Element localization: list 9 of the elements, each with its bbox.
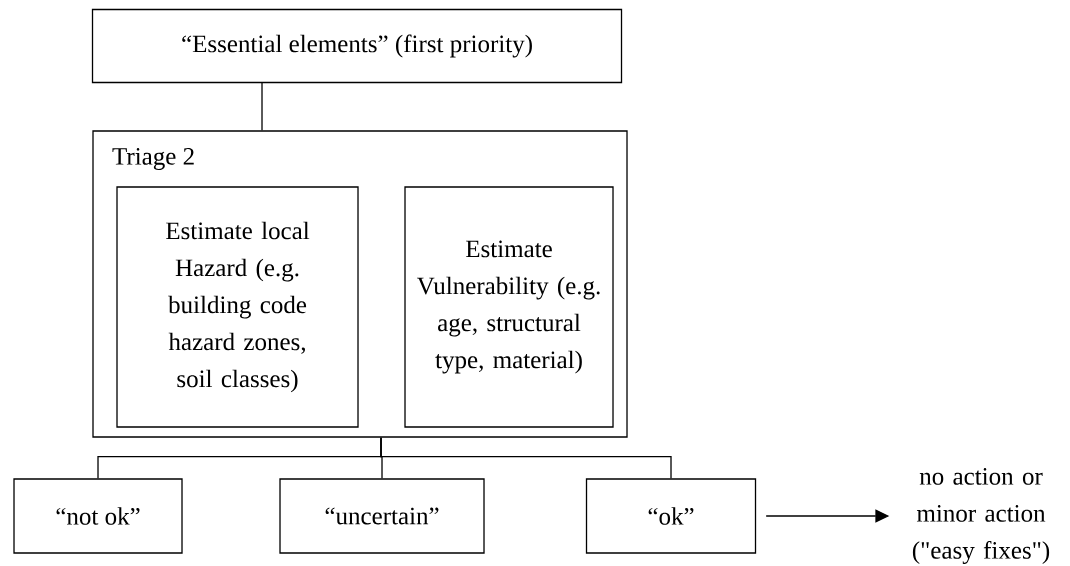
process-box: “ok” <box>585 478 757 554</box>
outcome-text: no action or minor action ("easy fixes") <box>912 468 1050 564</box>
process-box: “not ok” <box>13 478 183 554</box>
process-box: “uncertain” <box>279 478 485 554</box>
connector <box>261 81 263 131</box>
process-box: “Essential elements” (first priority) <box>91 8 623 84</box>
process-box: Estimate local Hazard (e.g. building code hazard zones, soil classes) <box>116 186 359 428</box>
process-box: Estimate Vulnerability (e.g. age, structural type, material) <box>404 186 614 428</box>
connector <box>380 437 672 479</box>
